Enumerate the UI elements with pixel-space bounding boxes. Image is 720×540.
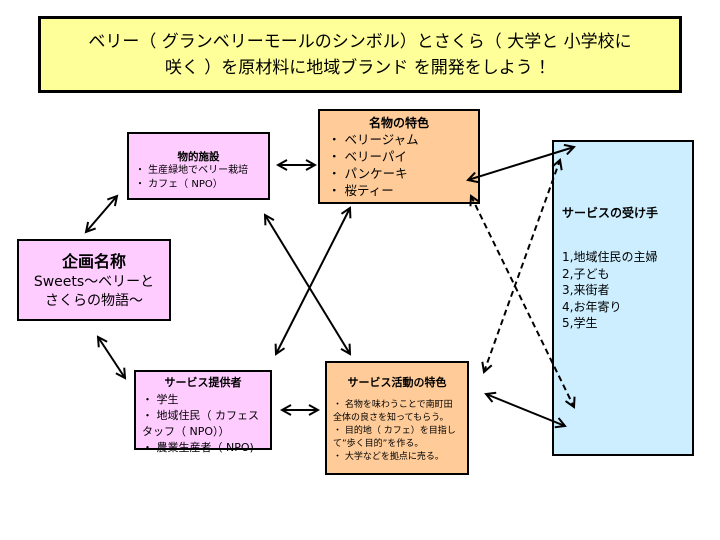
receiver-item: 4,お年寄り [562,299,622,314]
facility-item: ・ カフェ（ NPO） [135,179,223,190]
arrow-specialty-provider [276,208,350,354]
arrow-project-provider [98,337,125,378]
project-name-line-2: さくらの物語〜 [45,293,143,309]
physical-facilities-heading: 物的施設 [177,151,220,163]
specialty-features-heading: 名物の特色 [368,116,429,130]
title-banner: ベリー（ グランベリーモールのシンボル）とさくら（ 大学と 小学校に 咲く ）を… [38,16,682,93]
facility-item: ・ 生産緑地でベリー栽培 [135,165,249,176]
arrow-project-facility [86,196,117,232]
project-name-box: 企画名称 Sweets〜ベリーと さくらの物語〜 [17,239,171,321]
service-providers-heading: サービス提供者 [164,376,242,389]
title-line-1: ベリー（ グランベリーモールのシンボル）とさくら（ 大学と 小学校に [88,32,632,52]
provider-item: ・ 農業生産者（ NPO) [142,441,254,454]
receiver-item: 2,子ども [562,266,610,281]
title-line-2: 咲く ）を原材料に地域ブランド を開発をしよう ！ [164,58,556,78]
service-receivers-box: サービスの受け手 1,地域住民の主婦 2,子ども 3,来街者 4,お年寄り 5,… [552,140,694,456]
provider-item: ・ 学生 [142,393,179,406]
project-name-heading: 企画名称 [61,252,126,271]
specialty-item: ・ ベリージャム [328,132,419,147]
service-receivers-heading: サービスの受け手 [562,206,659,220]
physical-facilities-box: 物的施設 ・ 生産緑地でベリー栽培 ・ カフェ（ NPO） [127,132,270,200]
service-providers-box: サービス提供者 ・ 学生 ・ 地域住民（ カフェス タッフ（ NPO）） ・ 農… [134,370,272,454]
receiver-item: 5,学生 [562,316,598,330]
receiver-item: 3,来街者 [562,283,610,297]
receiver-item: 1,地域住民の主婦 [562,250,658,264]
specialty-item: ・ 桜ティー [328,183,394,198]
service-activity-box: サービス活動の特色 ・ 名物を味わうことで南町田全体の良さを知ってもらう。 ・ … [325,361,469,475]
provider-item: ・ 地域住民（ カフェス タッフ（ NPO）） [142,409,259,438]
arrow-facility-activity [265,215,350,354]
specialty-item: ・ ベリーパイ [328,149,407,164]
activity-item: ・ 名物を味わうことで南町田全体の良さを知ってもらう。 [333,400,453,423]
specialty-item: ・ パンケーキ [328,166,408,181]
service-activity-heading: サービス活動の特色 [347,376,447,389]
project-name-line-1: Sweets〜ベリーと [33,274,155,290]
activity-item: ・ 大学などを拠点に売る。 [333,452,444,462]
activity-item: ・ 目的地（ カフェ）を目指して”歩く目的”を作る。 [333,426,456,449]
specialty-features-box: 名物の特色 ・ ベリージャム ・ ベリーパイ ・ パンケーキ ・ 桜ティー [318,109,480,204]
dashed-arrow-activity-receiver [484,160,560,372]
